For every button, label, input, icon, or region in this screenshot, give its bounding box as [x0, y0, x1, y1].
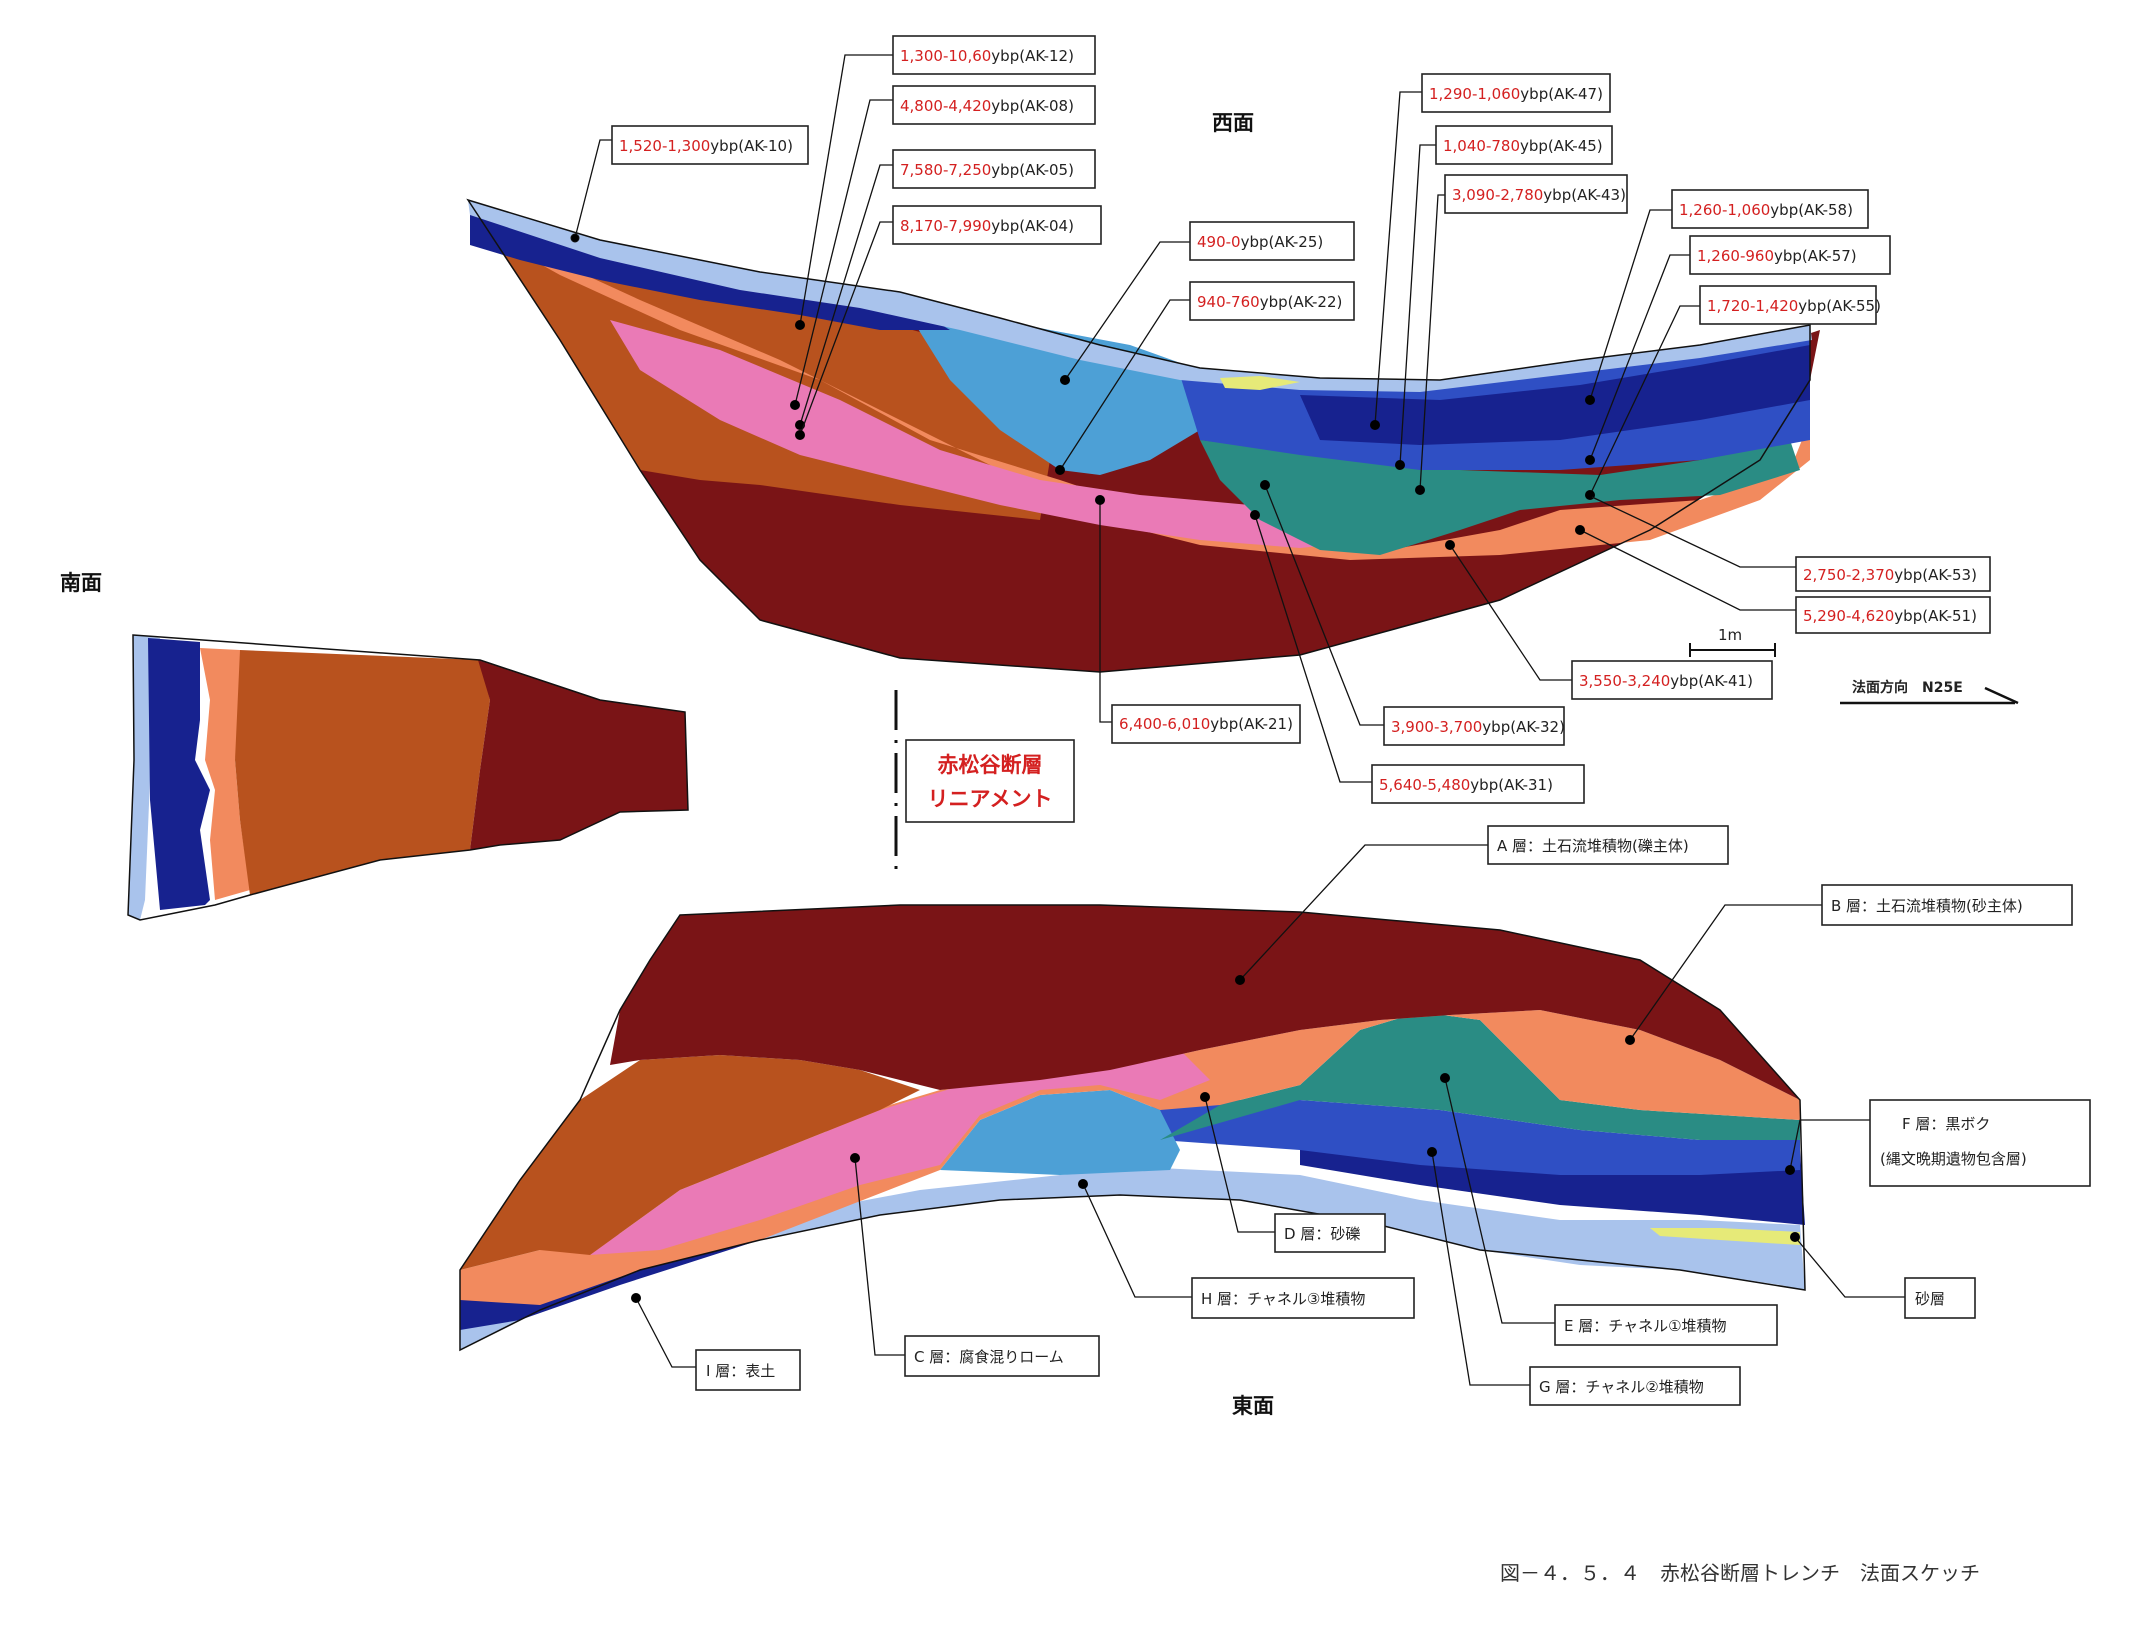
svg-text:1,300-10,60ybp(AK-12): 1,300-10,60ybp(AK-12) [900, 47, 1074, 65]
svg-text:砂層: 砂層 [1915, 1290, 1945, 1308]
date-label: 1,300-10,60ybp(AK-12) [795, 35, 1096, 330]
fault-label-line2: リニアメント [928, 787, 1053, 811]
svg-text:4,800-4,420ybp(AK-08): 4,800-4,420ybp(AK-08) [900, 97, 1074, 115]
layer-label: E 層：チャネル①堆積物 [1440, 1073, 1778, 1346]
svg-text:5,290-4,620ybp(AK-51): 5,290-4,620ybp(AK-51) [1803, 607, 1977, 625]
date-label: 490-0ybp(AK-25) [1060, 221, 1355, 385]
svg-text:A 層：土石流堆積物(礫主体): A 層：土石流堆積物(礫主体) [1497, 837, 1689, 855]
east-sand-lens [1650, 1228, 1800, 1245]
svg-text:H 層：チャネル③堆積物: H 層：チャネル③堆積物 [1201, 1290, 1365, 1308]
orientation-arrow-icon [1984, 686, 2019, 705]
svg-text:3,090-2,780ybp(AK-43): 3,090-2,780ybp(AK-43) [1452, 186, 1626, 204]
west-layer-H [900, 300, 1200, 475]
east-face-title: 東面 [1232, 1394, 1274, 1418]
date-label: 3,550-3,240ybp(AK-41) [1445, 540, 1773, 700]
orientation-indicator: 法面方向 N25E [1840, 679, 2019, 705]
south-face-section [127, 634, 689, 921]
orientation-label: 法面方向 N25E [1852, 679, 1963, 696]
layer-label: F 層：黒ボク (縄文晩期遺物包含層) [1785, 1099, 2091, 1187]
south-layer-B [235, 650, 490, 895]
figure-caption: 図－４．５．４ 赤松谷断層トレンチ 法面スケッチ [1500, 1561, 1980, 1585]
west-layer-D [470, 225, 1810, 560]
svg-text:F 層：黒ボク: F 層：黒ボク [1902, 1115, 1990, 1133]
date-label: 1,260-960ybp(AK-57) [1585, 235, 1891, 465]
svg-text:5,640-5,480ybp(AK-31): 5,640-5,480ybp(AK-31) [1379, 776, 1553, 794]
svg-text:7,580-7,250ybp(AK-05): 7,580-7,250ybp(AK-05) [900, 161, 1074, 179]
east-layer-B [460, 1055, 920, 1270]
layer-label: 砂層 [1790, 1232, 1976, 1319]
layer-label: H 層：チャネル③堆積物 [1078, 1179, 1415, 1319]
south-face-title: 南面 [60, 571, 102, 595]
svg-text:1,720-1,420ybp(AK-55): 1,720-1,420ybp(AK-55) [1707, 297, 1881, 315]
east-layer-G [1160, 1012, 1800, 1140]
svg-text:3,550-3,240ybp(AK-41): 3,550-3,240ybp(AK-41) [1579, 672, 1753, 690]
svg-text:1,260-1,060ybp(AK-58): 1,260-1,060ybp(AK-58) [1679, 201, 1853, 219]
svg-text:1,520-1,300ybp(AK-10): 1,520-1,300ybp(AK-10) [619, 137, 793, 155]
west-outline [466, 198, 1811, 673]
date-label: 940-760ybp(AK-22) [1055, 281, 1355, 475]
date-label: 1,290-1,060ybp(AK-47) [1370, 73, 1611, 430]
south-outline [127, 634, 689, 921]
date-label: 2,750-2,370ybp(AK-53) [1591, 496, 1991, 592]
svg-text:3,900-3,700ybp(AK-32): 3,900-3,700ybp(AK-32) [1391, 718, 1565, 736]
svg-text:1,290-1,060ybp(AK-47): 1,290-1,060ybp(AK-47) [1429, 85, 1603, 103]
date-label: 1,520-1,300ybp(AK-10) [570, 125, 809, 243]
svg-text:1,040-780ybp(AK-45): 1,040-780ybp(AK-45) [1443, 137, 1603, 155]
layer-label: B 層：土石流堆積物(砂主体) [1625, 884, 2073, 1045]
date-label: 1,720-1,420ybp(AK-55) [1585, 285, 1881, 500]
south-layer-A [470, 660, 688, 850]
east-layer-H [940, 1090, 1180, 1175]
south-layer-F [148, 638, 210, 910]
west-face-section [466, 198, 1820, 673]
svg-text:I 層：表土: I 層：表土 [706, 1362, 775, 1380]
svg-text:E 層：チャネル①堆積物: E 層：チャネル①堆積物 [1564, 1317, 1727, 1335]
svg-text:940-760ybp(AK-22): 940-760ybp(AK-22) [1197, 293, 1342, 311]
svg-text:8,170-7,990ybp(AK-04): 8,170-7,990ybp(AK-04) [900, 217, 1074, 235]
east-layer-A [610, 905, 1800, 1100]
date-label: 3,090-2,780ybp(AK-43) [1415, 174, 1628, 495]
east-face-section [459, 904, 1806, 1352]
svg-text:1,260-960ybp(AK-57): 1,260-960ybp(AK-57) [1697, 247, 1857, 265]
date-label: 7,580-7,250ybp(AK-05) [795, 149, 1096, 430]
date-label: 3,900-3,700ybp(AK-32) [1260, 480, 1565, 746]
date-label: 8,170-7,990ybp(AK-04) [795, 205, 1102, 440]
date-label: 4,800-4,420ybp(AK-08) [790, 85, 1096, 410]
east-layer-C [590, 1045, 1210, 1255]
date-labels: 1,300-10,60ybp(AK-12) 4,800-4,420ybp(AK-… [570, 35, 1991, 804]
svg-text:(縄文晩期遺物包含層): (縄文晩期遺物包含層) [1880, 1150, 2027, 1168]
svg-text:G 層：チャネル②堆積物: G 層：チャネル②堆積物 [1539, 1378, 1704, 1396]
east-layer-E [1150, 1100, 1800, 1175]
date-label: 1,260-1,060ybp(AK-58) [1585, 189, 1869, 405]
date-label: 5,640-5,480ybp(AK-31) [1250, 510, 1585, 804]
east-layer-F [460, 1240, 760, 1330]
fault-lineament: 赤松谷断層 リニアメント [894, 690, 1075, 870]
scale-bar: 1m [1689, 626, 1776, 657]
svg-text:2,750-2,370ybp(AK-53): 2,750-2,370ybp(AK-53) [1803, 566, 1977, 584]
layer-label: I 層：表土 [631, 1293, 801, 1391]
svg-text:B 層：土石流堆積物(砂主体): B 層：土石流堆積物(砂主体) [1831, 897, 2023, 915]
west-layer-G [1200, 440, 1800, 555]
layer-label: A 層：土石流堆積物(礫主体) [1235, 825, 1729, 985]
date-label: 5,290-4,620ybp(AK-51) [1575, 525, 1991, 634]
fault-label-box [905, 739, 1075, 823]
scale-bar-label: 1m [1718, 626, 1742, 644]
west-face-title: 西面 [1212, 111, 1254, 135]
layer-label: G 層：チャネル②堆積物 [1427, 1147, 1741, 1406]
layer-label: D 層：砂礫 [1200, 1092, 1386, 1253]
svg-text:C 層：腐食混りローム: C 層：腐食混りローム [914, 1348, 1064, 1366]
fault-label-line1: 赤松谷断層 [938, 753, 1043, 777]
date-label: 6,400-6,010ybp(AK-21) [1095, 495, 1301, 744]
layer-label: C 層：腐食混りローム [850, 1153, 1100, 1377]
date-label: 1,040-780ybp(AK-45) [1395, 125, 1613, 470]
east-outline [459, 904, 1806, 1352]
svg-text:D 層：砂礫: D 層：砂礫 [1284, 1225, 1360, 1243]
west-sand-lens [1220, 376, 1300, 390]
west-layer-F-right [1300, 345, 1810, 445]
layer-labels: A 層：土石流堆積物(礫主体) B 層：土石流堆積物(砂主体) F 層：黒ボク … [631, 825, 2091, 1406]
svg-text:490-0ybp(AK-25): 490-0ybp(AK-25) [1197, 233, 1323, 251]
svg-text:6,400-6,010ybp(AK-21): 6,400-6,010ybp(AK-21) [1119, 715, 1293, 733]
